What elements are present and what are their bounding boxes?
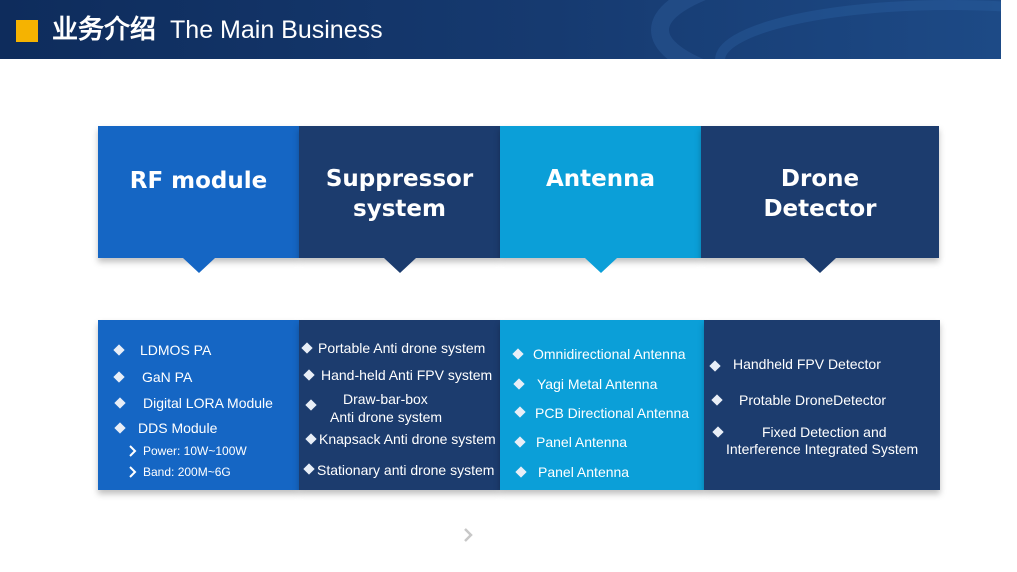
diamond-bullet-icon xyxy=(113,371,125,383)
diamond-bullet-icon xyxy=(513,378,525,390)
accent-square xyxy=(16,20,38,42)
list-item: LDMOS PA xyxy=(140,342,212,358)
panel-rf-module: LDMOS PA GaN PA Digital LORA Module DDS … xyxy=(98,320,299,490)
diamond-bullet-icon xyxy=(114,397,126,409)
list-item: Stationary anti drone system xyxy=(317,462,495,478)
list-item: Omnidirectional Antenna xyxy=(533,346,686,362)
list-item: Panel Antenna xyxy=(536,434,628,450)
diamond-bullet-icon xyxy=(303,463,315,475)
diamond-bullet-icon xyxy=(712,426,724,438)
category-drone-detector: Drone Detector xyxy=(701,126,939,273)
chevron-right-icon xyxy=(129,445,137,457)
page-title-cn: 业务介绍 xyxy=(52,15,157,45)
diamond-bullet-icon xyxy=(514,406,526,418)
panel-drone-detector: Handheld FPV Detector Protable DroneDete… xyxy=(704,320,940,490)
list-sub-item: Power: 10W~100W xyxy=(143,444,247,458)
page-title: 业务介绍 The Main Business xyxy=(52,12,383,48)
list-item: Handheld FPV Detector xyxy=(733,356,881,372)
category-label: RF module xyxy=(129,168,268,194)
list-sub-item: Band: 200M~6G xyxy=(143,465,231,479)
header-band: 业务介绍 The Main Business xyxy=(0,0,1001,59)
list-item: Digital LORA Module xyxy=(143,395,273,411)
list-item: GaN PA xyxy=(142,369,193,385)
diamond-bullet-icon xyxy=(114,422,126,434)
list-item: Knapsack Anti drone system xyxy=(319,431,496,447)
list-item: Hand-held Anti FPV system xyxy=(321,367,493,383)
diamond-bullet-icon xyxy=(113,344,125,356)
panel-antenna: Omnidirectional Antenna Yagi Metal Anten… xyxy=(500,320,704,490)
list-item: Fixed Detection and xyxy=(762,424,887,440)
category-label: Drone Detector xyxy=(763,166,877,222)
page-title-en: The Main Business xyxy=(170,16,383,44)
category-label: Antenna xyxy=(545,166,656,192)
diamond-bullet-icon xyxy=(303,369,315,381)
category-rf-module: RF module xyxy=(98,126,299,273)
list-item: PCB Directional Antenna xyxy=(535,405,690,421)
list-item: Portable Anti drone system xyxy=(318,340,486,356)
list-item: Draw-bar-box xyxy=(343,391,428,407)
category-label: Suppressor system xyxy=(325,166,474,222)
category-antenna: Antenna xyxy=(500,126,701,273)
list-item: Yagi Metal Antenna xyxy=(537,376,658,392)
diamond-bullet-icon xyxy=(515,466,527,478)
panel-suppressor-system: Portable Anti drone system Hand-held Ant… xyxy=(299,320,500,490)
list-item-continuation: Interference Integrated System xyxy=(726,441,919,457)
chevron-right-icon xyxy=(129,466,137,478)
diamond-bullet-icon xyxy=(305,433,317,445)
diamond-bullet-icon xyxy=(709,360,721,372)
wave-decoration xyxy=(651,0,1001,59)
list-item-continuation: Anti drone system xyxy=(330,409,443,425)
diamond-bullet-icon xyxy=(305,399,317,411)
diamond-bullet-icon xyxy=(512,348,524,360)
diamond-bullet-icon xyxy=(301,342,313,354)
list-item: DDS Module xyxy=(138,420,218,436)
next-arrow-icon[interactable] xyxy=(462,526,474,544)
diamond-bullet-icon xyxy=(514,436,526,448)
list-item: Panel Antenna xyxy=(538,464,630,480)
diamond-bullet-icon xyxy=(711,394,723,406)
list-item: Protable DroneDetector xyxy=(739,392,887,408)
category-suppressor-system: Suppressor system xyxy=(299,126,500,273)
